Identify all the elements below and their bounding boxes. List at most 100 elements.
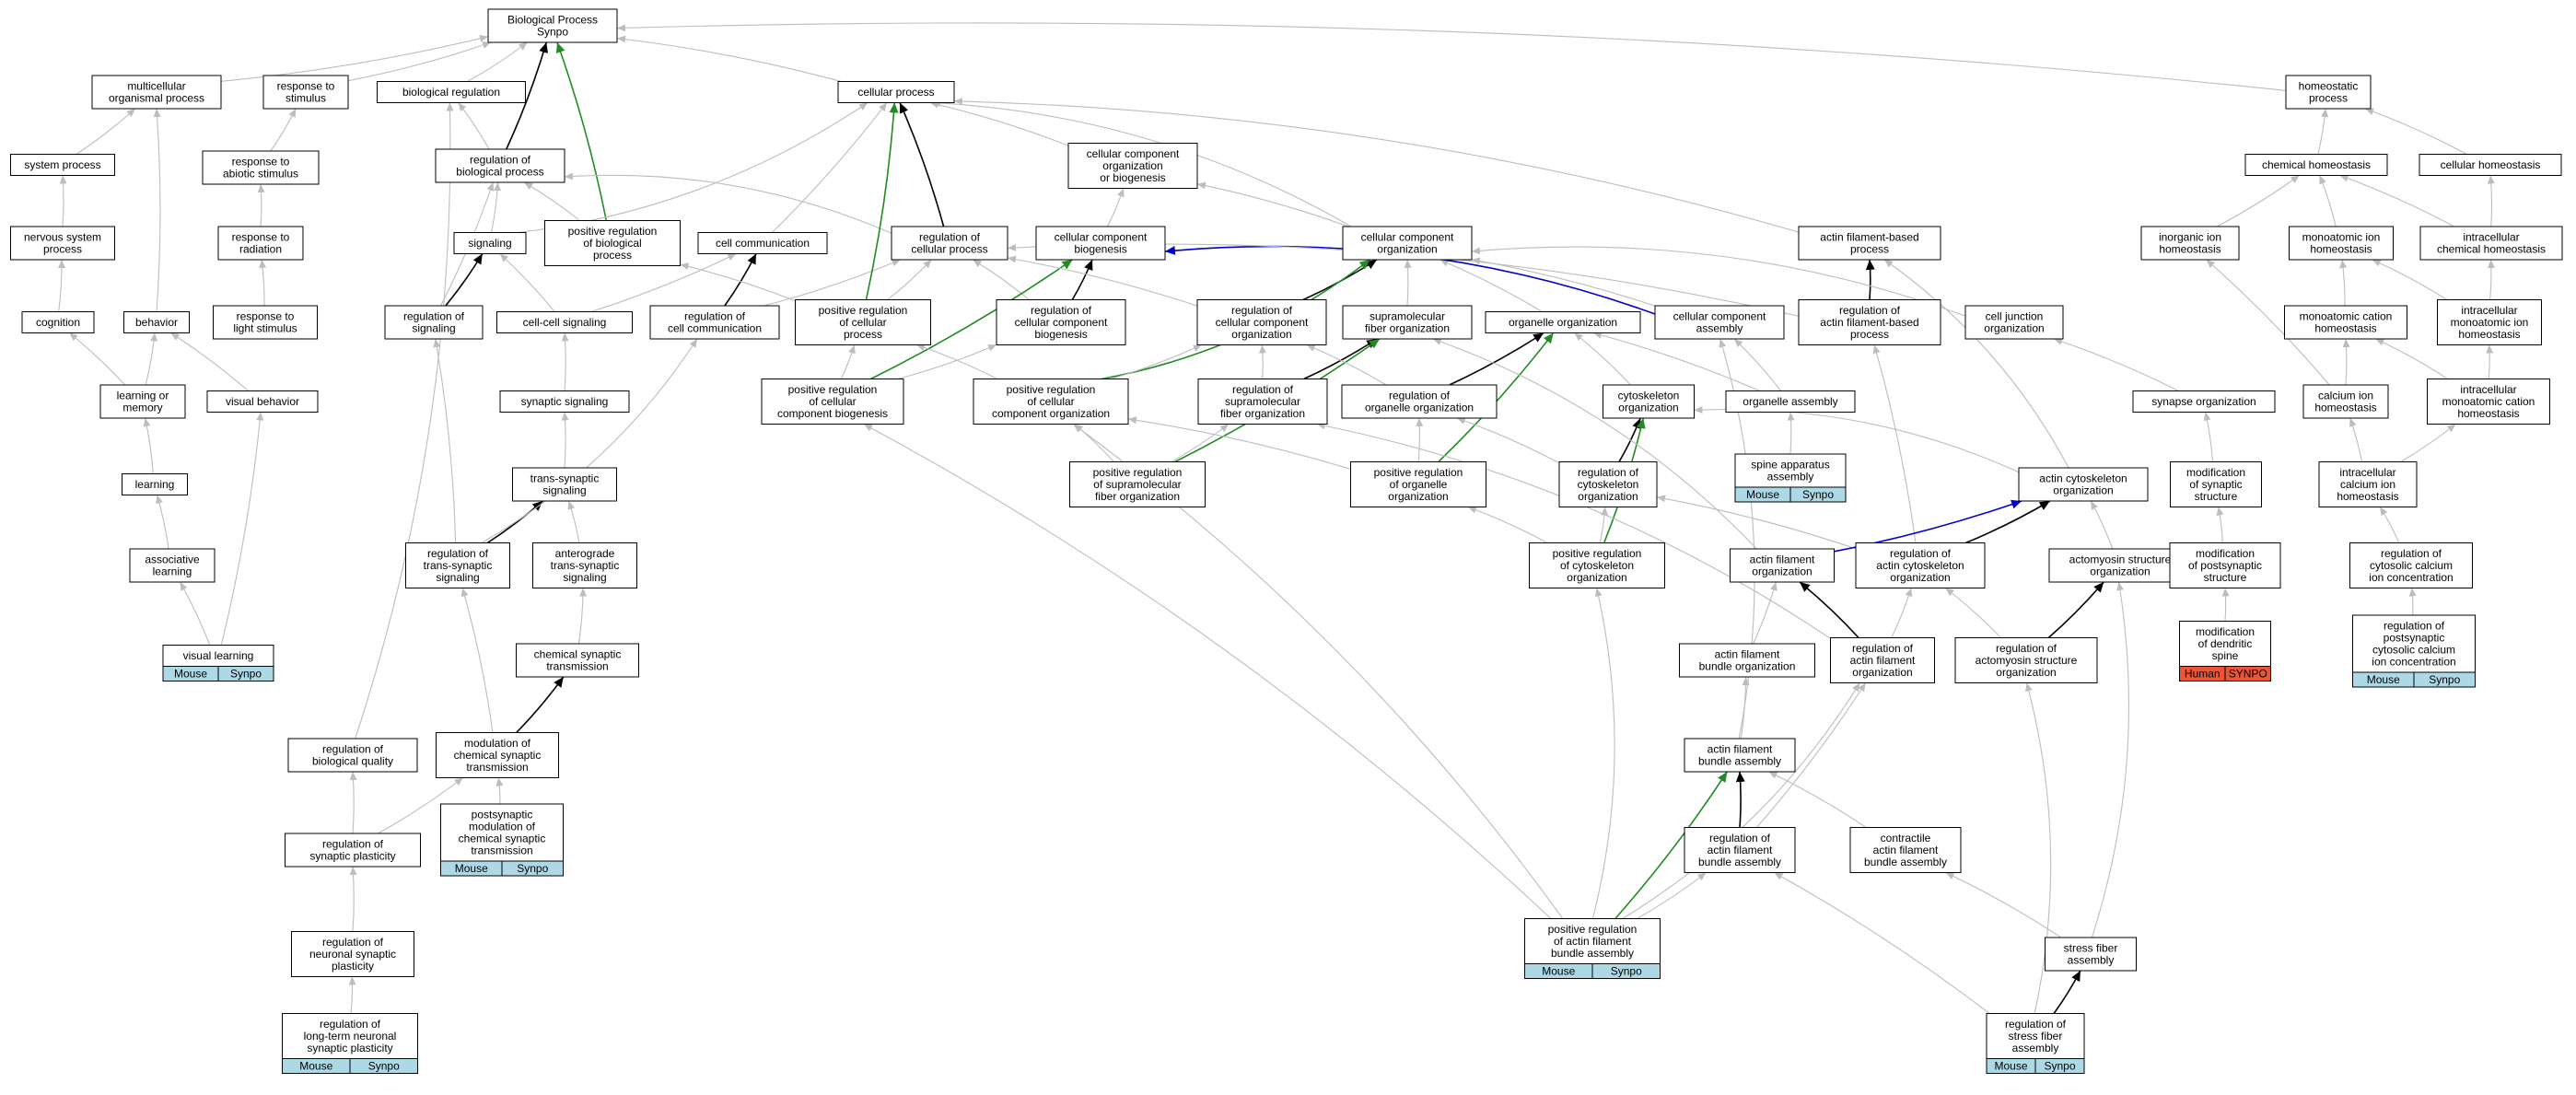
node-label: learning or bbox=[117, 390, 169, 402]
node-box bbox=[99, 384, 186, 419]
is-a-edge bbox=[616, 22, 2287, 91]
node-label: learning bbox=[153, 565, 192, 578]
node-box bbox=[1342, 226, 1473, 261]
is-a-edge bbox=[915, 344, 998, 379]
node-label: process bbox=[2309, 92, 2348, 105]
node-label: homeostasis bbox=[2310, 243, 2372, 256]
regulates-edge bbox=[2047, 581, 2104, 639]
species-label: Mouse bbox=[455, 862, 488, 875]
node-label: positive regulation bbox=[1553, 547, 1642, 560]
is-a-edge bbox=[143, 417, 154, 474]
is-a-edge bbox=[1171, 424, 1230, 462]
node-label: regulation of bbox=[322, 838, 384, 851]
node-label: chemical synaptic bbox=[454, 749, 542, 762]
node-box bbox=[262, 75, 349, 110]
node-box bbox=[217, 226, 304, 261]
node-box bbox=[2289, 226, 2394, 261]
node-label: actomyosin structure bbox=[2069, 553, 2172, 566]
is-a-edge bbox=[2364, 108, 2467, 155]
is-a-edge bbox=[1259, 344, 1267, 379]
node-label: organization bbox=[1890, 571, 1950, 584]
is-a-edge bbox=[1007, 255, 1198, 307]
species-label: Mouse bbox=[1542, 965, 1575, 978]
node-label: modification bbox=[2196, 547, 2255, 560]
is-a-edge bbox=[1945, 588, 2001, 638]
is-a-edge bbox=[2319, 175, 2337, 227]
node-label: positive regulation bbox=[568, 225, 658, 238]
is-a-edge bbox=[378, 777, 464, 834]
node-label: chemical homeostasis bbox=[2262, 158, 2371, 171]
node-box bbox=[2284, 305, 2407, 340]
node-label: organization bbox=[2090, 565, 2150, 578]
node-label: organelle organization bbox=[1509, 316, 1617, 329]
positively-regulates-edge bbox=[1614, 771, 1728, 920]
node-label: assembly bbox=[1696, 322, 1743, 335]
node-label: regulation of bbox=[1996, 642, 2057, 655]
node-sp: system process bbox=[10, 154, 115, 176]
node-label: organization bbox=[1377, 243, 1437, 256]
node-label: learning bbox=[135, 478, 175, 491]
node-label: signaling bbox=[563, 571, 606, 584]
is-a-edge bbox=[2025, 682, 2052, 1014]
node-box bbox=[1679, 643, 1815, 678]
node-label: fiber organization bbox=[1365, 322, 1450, 335]
node-label: of biological bbox=[583, 237, 641, 250]
is-a-edge bbox=[953, 98, 1800, 233]
is-a-edge bbox=[1196, 181, 1349, 227]
is-a-edge bbox=[220, 412, 264, 646]
node-label: transmission bbox=[466, 761, 528, 774]
node-label: cytosolic calcium bbox=[2370, 559, 2453, 572]
is-a-edge bbox=[2317, 108, 2329, 155]
node-label: homeostasis bbox=[2457, 407, 2519, 420]
node-oa: organelle assembly bbox=[1725, 390, 1856, 413]
node-label: intracellular bbox=[2463, 231, 2519, 244]
node-label: spine apparatus bbox=[1751, 459, 1829, 472]
node-label: stress fiber bbox=[2064, 942, 2118, 955]
node-box bbox=[440, 803, 564, 862]
node-label: regulation of bbox=[1852, 642, 1914, 655]
is-a-edge bbox=[1787, 412, 1795, 455]
node-label: postsynaptic bbox=[2384, 632, 2445, 645]
node-label: cellular component bbox=[1216, 316, 1309, 329]
node-label: regulation of bbox=[322, 936, 384, 949]
regulates-edge bbox=[1799, 581, 1859, 639]
is-a-edge bbox=[2091, 581, 2129, 938]
node-label: cellular component bbox=[1087, 147, 1180, 160]
is-a-edge bbox=[1440, 259, 1543, 312]
node-label: chemical synaptic bbox=[534, 648, 622, 661]
node-label: cellular component bbox=[1055, 231, 1148, 244]
node-box bbox=[499, 390, 630, 413]
node-label: process bbox=[593, 249, 632, 262]
is-a-edge bbox=[170, 332, 249, 391]
node-oo: organelle organization bbox=[1485, 311, 1641, 333]
node-box bbox=[1730, 548, 1835, 583]
node-label: of organelle bbox=[1390, 478, 1448, 491]
node-label: neuronal synaptic bbox=[309, 948, 396, 961]
is-a-edge bbox=[1111, 344, 1203, 380]
node-label: regulation of bbox=[320, 1018, 381, 1031]
is-a-edge bbox=[2349, 417, 2363, 462]
is-a-edge bbox=[1622, 682, 1860, 919]
is-a-edge bbox=[1753, 581, 1778, 645]
node-box bbox=[291, 931, 414, 977]
node-label: supramolecular bbox=[1225, 395, 1300, 408]
node-label: behavior bbox=[135, 316, 178, 329]
node-label: ion concentration bbox=[2369, 571, 2453, 584]
node-box bbox=[2352, 614, 2476, 673]
